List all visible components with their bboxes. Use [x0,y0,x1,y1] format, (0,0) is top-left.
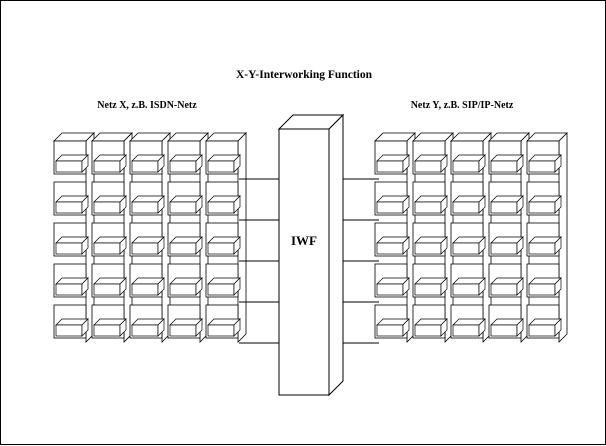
left-network-node [91,304,127,339]
iwf-label: IWF [291,233,317,248]
left-network-label: Netz X, z.B. ISDN-Netz [97,100,197,111]
left-network-column [129,132,171,343]
right-network-node [412,304,448,339]
right-network-node [450,263,486,298]
right-network-column [374,132,416,343]
right-network-node [526,181,562,216]
right-network-node [488,140,524,175]
right-network-node [526,222,562,257]
right-network-node [374,222,410,257]
left-network-node [91,263,127,298]
left-network-node [205,181,241,216]
left-network-node [129,140,165,175]
right-network-node [374,263,410,298]
left-network-node [167,181,203,216]
right-network-column [450,132,492,343]
iwf-box: IWF [277,113,345,397]
right-network-grid [374,132,568,343]
right-network-node [450,222,486,257]
left-network-node [53,222,89,257]
left-network-column [91,132,133,343]
left-network-node [205,263,241,298]
left-network-node [205,304,241,339]
left-network-node [91,181,127,216]
right-network-node [488,181,524,216]
diagram-title: X-Y-Interworking Function [236,69,373,81]
right-network-node [526,140,562,175]
right-network-node [450,304,486,339]
left-network-node [167,140,203,175]
left-network-node [53,140,89,175]
right-network-node [488,222,524,257]
right-network-node [412,181,448,216]
left-network-column [167,132,209,343]
right-network-node [412,222,448,257]
left-network-node [91,222,127,257]
right-network-node [526,304,562,339]
right-network-node [450,140,486,175]
right-network-node [488,263,524,298]
left-network-column [205,132,247,343]
right-network-label: Netz Y, z.B. SIP/IP-Netz [411,100,514,111]
left-network-node [205,222,241,257]
connection-lines [239,178,379,344]
right-network-column [488,132,530,343]
left-network-node [53,263,89,298]
left-network-node [205,140,241,175]
right-network-node [412,140,448,175]
left-network-node [53,304,89,339]
left-network-grid [53,132,247,343]
left-network-node [129,181,165,216]
left-network-node [129,222,165,257]
left-network-node [167,222,203,257]
right-network-node [450,181,486,216]
left-network-node [129,263,165,298]
right-network-node [374,140,410,175]
left-network-node [91,140,127,175]
left-network-node [167,263,203,298]
right-network-column [412,132,454,343]
right-network-node [412,263,448,298]
right-network-node [488,304,524,339]
left-network-node [129,304,165,339]
left-network-node [167,304,203,339]
right-network-node [526,263,562,298]
left-network-node [53,181,89,216]
right-network-node [374,181,410,216]
right-network-column [526,132,568,343]
right-network-node [374,304,410,339]
left-network-column [53,132,95,343]
